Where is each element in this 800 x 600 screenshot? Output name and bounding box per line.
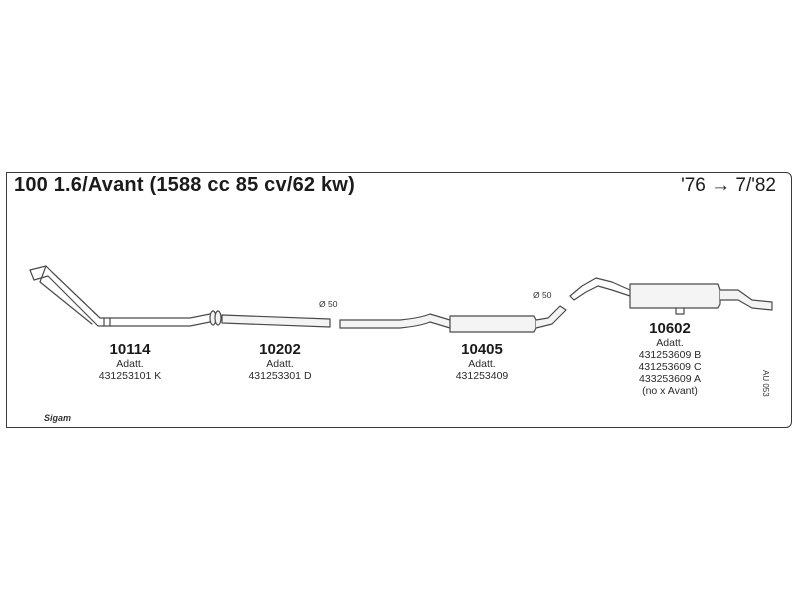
part-10405-silencer (339, 305, 567, 333)
part-adapt-label: Adatt. (116, 358, 144, 370)
part-label-10202: 10202 Adatt. 431253301 D (210, 341, 350, 382)
part-code: 10202 (259, 341, 301, 358)
part-10202-pipe (221, 314, 331, 328)
part-code: 10405 (461, 341, 503, 358)
part-adapt-label: Adatt. (266, 358, 294, 370)
part-label-10602: 10602 Adatt. 431253609 B 431253609 C 433… (600, 320, 740, 397)
part-oem-ref: 431253609 C (638, 361, 702, 373)
diagram-frame (6, 172, 792, 428)
part-10602-silencer (569, 277, 773, 315)
diameter-label-2: Ø 50 (533, 290, 552, 300)
part-oem-ref: 431253609 B (638, 349, 702, 361)
part-note: (no x Avant) (642, 385, 698, 397)
part-code: 10602 (649, 320, 691, 337)
part-oem-ref: 431253101 K (98, 370, 162, 382)
model-title: 100 1.6/Avant (1588 cc 85 cv/62 kw) (14, 174, 355, 196)
part-oem-ref: 431253409 (455, 370, 509, 382)
catalog-code: AU 053 (761, 370, 770, 397)
diameter-label-1: Ø 50 (319, 299, 338, 309)
year-range: '76 → 7/'82 (681, 175, 776, 196)
part-label-10405: 10405 Adatt. 431253409 (412, 341, 552, 382)
part-label-10114: 10114 Adatt. 431253101 K (60, 341, 200, 382)
part-oem-ref: 431253301 D (248, 370, 312, 382)
part-adapt-label: Adatt. (468, 358, 496, 370)
part-code: 10114 (109, 341, 151, 358)
part-oem-ref: 433253609 A (639, 373, 701, 385)
brand-logo: Sigam (44, 413, 72, 423)
part-adapt-label: Adatt. (656, 337, 684, 349)
part-10114-pipe (29, 265, 222, 327)
